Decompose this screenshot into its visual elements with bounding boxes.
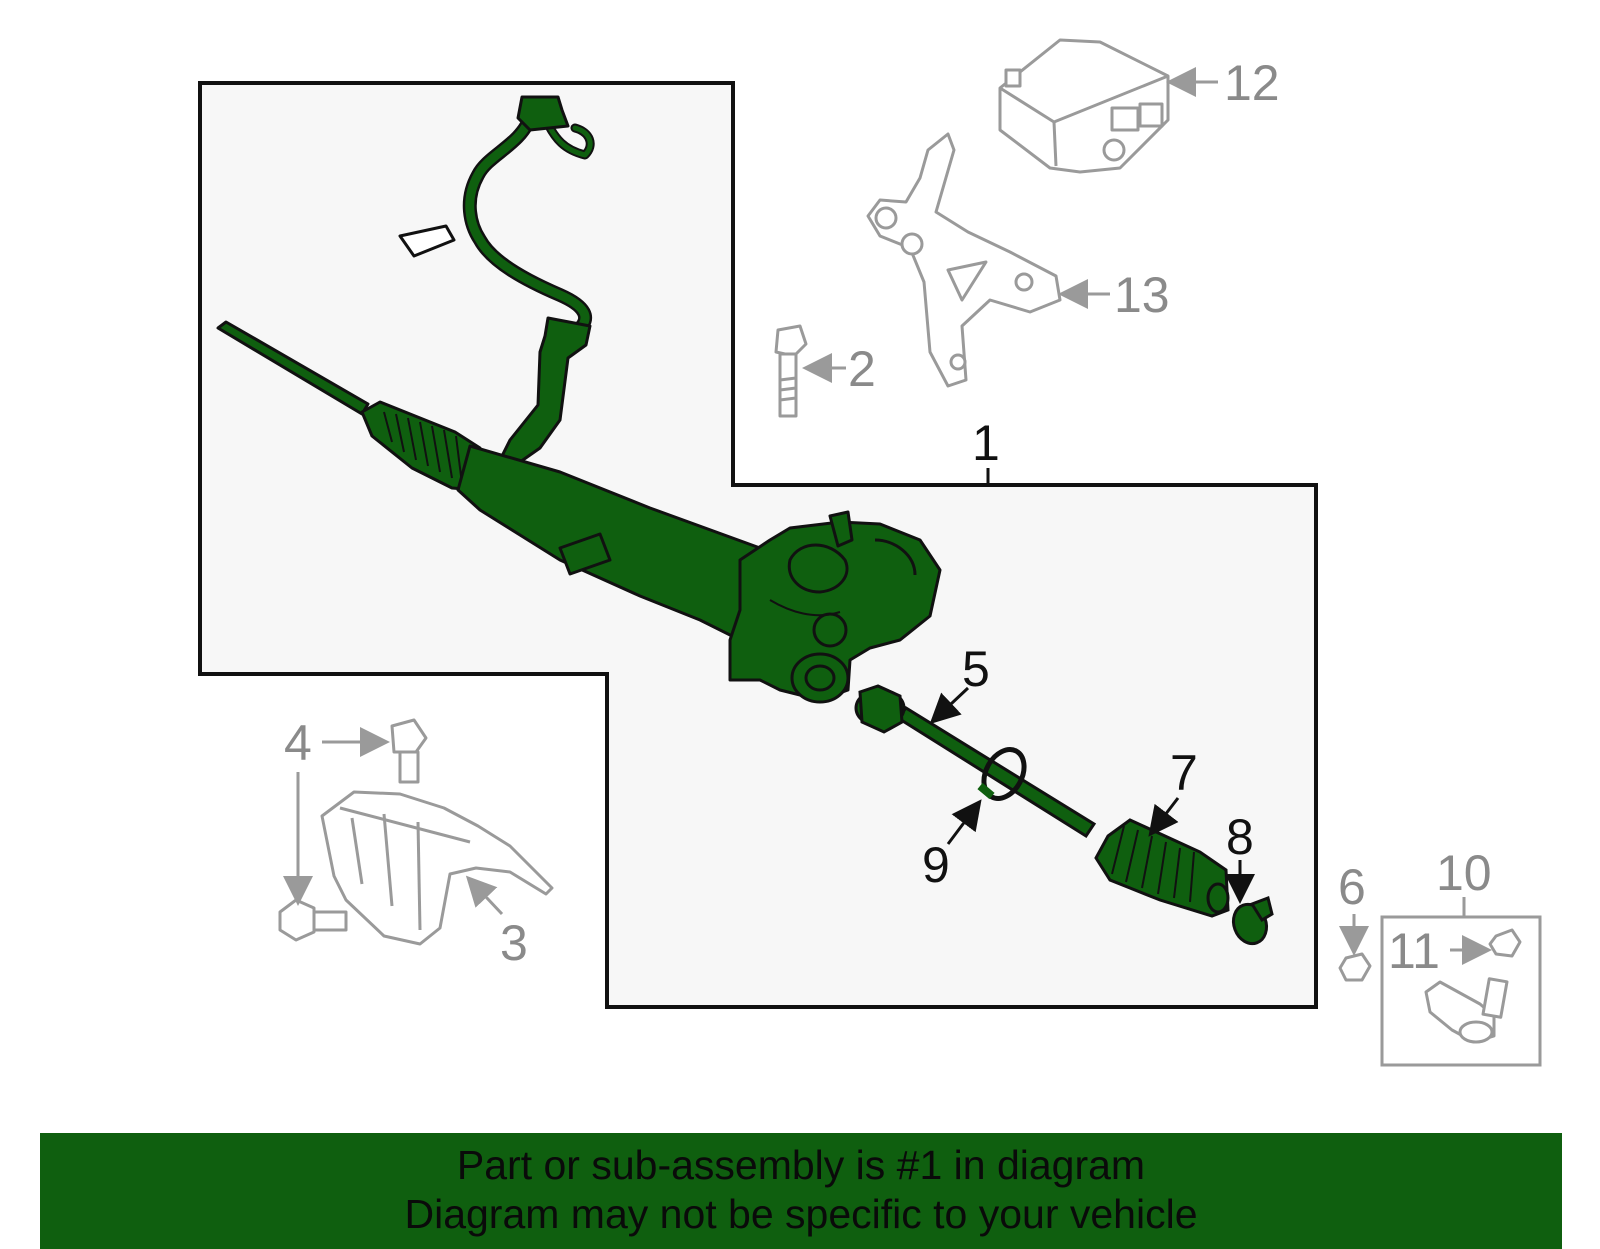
callout-3: 3 <box>500 915 528 971</box>
boot-7[interactable] <box>1094 818 1230 918</box>
bracket-13[interactable] <box>866 132 1062 388</box>
info-banner: Part or sub-assembly is #1 in diagram Di… <box>40 1133 1562 1249</box>
outer-tie-rod-end-10[interactable] <box>1424 977 1509 1044</box>
callout-13: 13 <box>1114 267 1170 323</box>
callout-10: 10 <box>1436 845 1492 901</box>
callout-6: 6 <box>1338 859 1366 915</box>
bolt-4-lower[interactable] <box>278 898 348 942</box>
banner-line-2: Diagram may not be specific to your vehi… <box>404 1191 1198 1237</box>
clamp-8[interactable] <box>1228 896 1274 948</box>
inner-tie-rod-5[interactable] <box>854 684 1097 839</box>
callout-8: 8 <box>1226 809 1254 865</box>
callout-1: 1 <box>972 415 1000 471</box>
left-inner-tie-rod <box>216 320 370 416</box>
banner-line-1: Part or sub-assembly is #1 in diagram <box>456 1142 1146 1188</box>
bolt-4-upper[interactable] <box>390 718 428 784</box>
bolt-2[interactable] <box>774 324 808 418</box>
control-module-12[interactable] <box>998 38 1170 174</box>
leader-lines <box>283 67 1492 965</box>
harness-clip <box>398 224 456 258</box>
callout-7: 7 <box>1170 745 1198 801</box>
callout-4: 4 <box>284 715 312 771</box>
callout-9: 9 <box>922 837 950 893</box>
callout-2: 2 <box>848 341 876 397</box>
nut-6[interactable] <box>1338 952 1372 982</box>
harness-connector <box>516 95 570 132</box>
assembly-frame <box>198 81 1318 1009</box>
callout-12: 12 <box>1224 55 1280 111</box>
steering-gear-assembly[interactable] <box>216 95 942 704</box>
heat-shield-3[interactable] <box>320 790 554 946</box>
clamp-ring-9[interactable] <box>976 743 1032 806</box>
callout-11: 11 <box>1388 923 1440 979</box>
rack-housing <box>456 444 772 642</box>
callout-5: 5 <box>962 641 990 697</box>
